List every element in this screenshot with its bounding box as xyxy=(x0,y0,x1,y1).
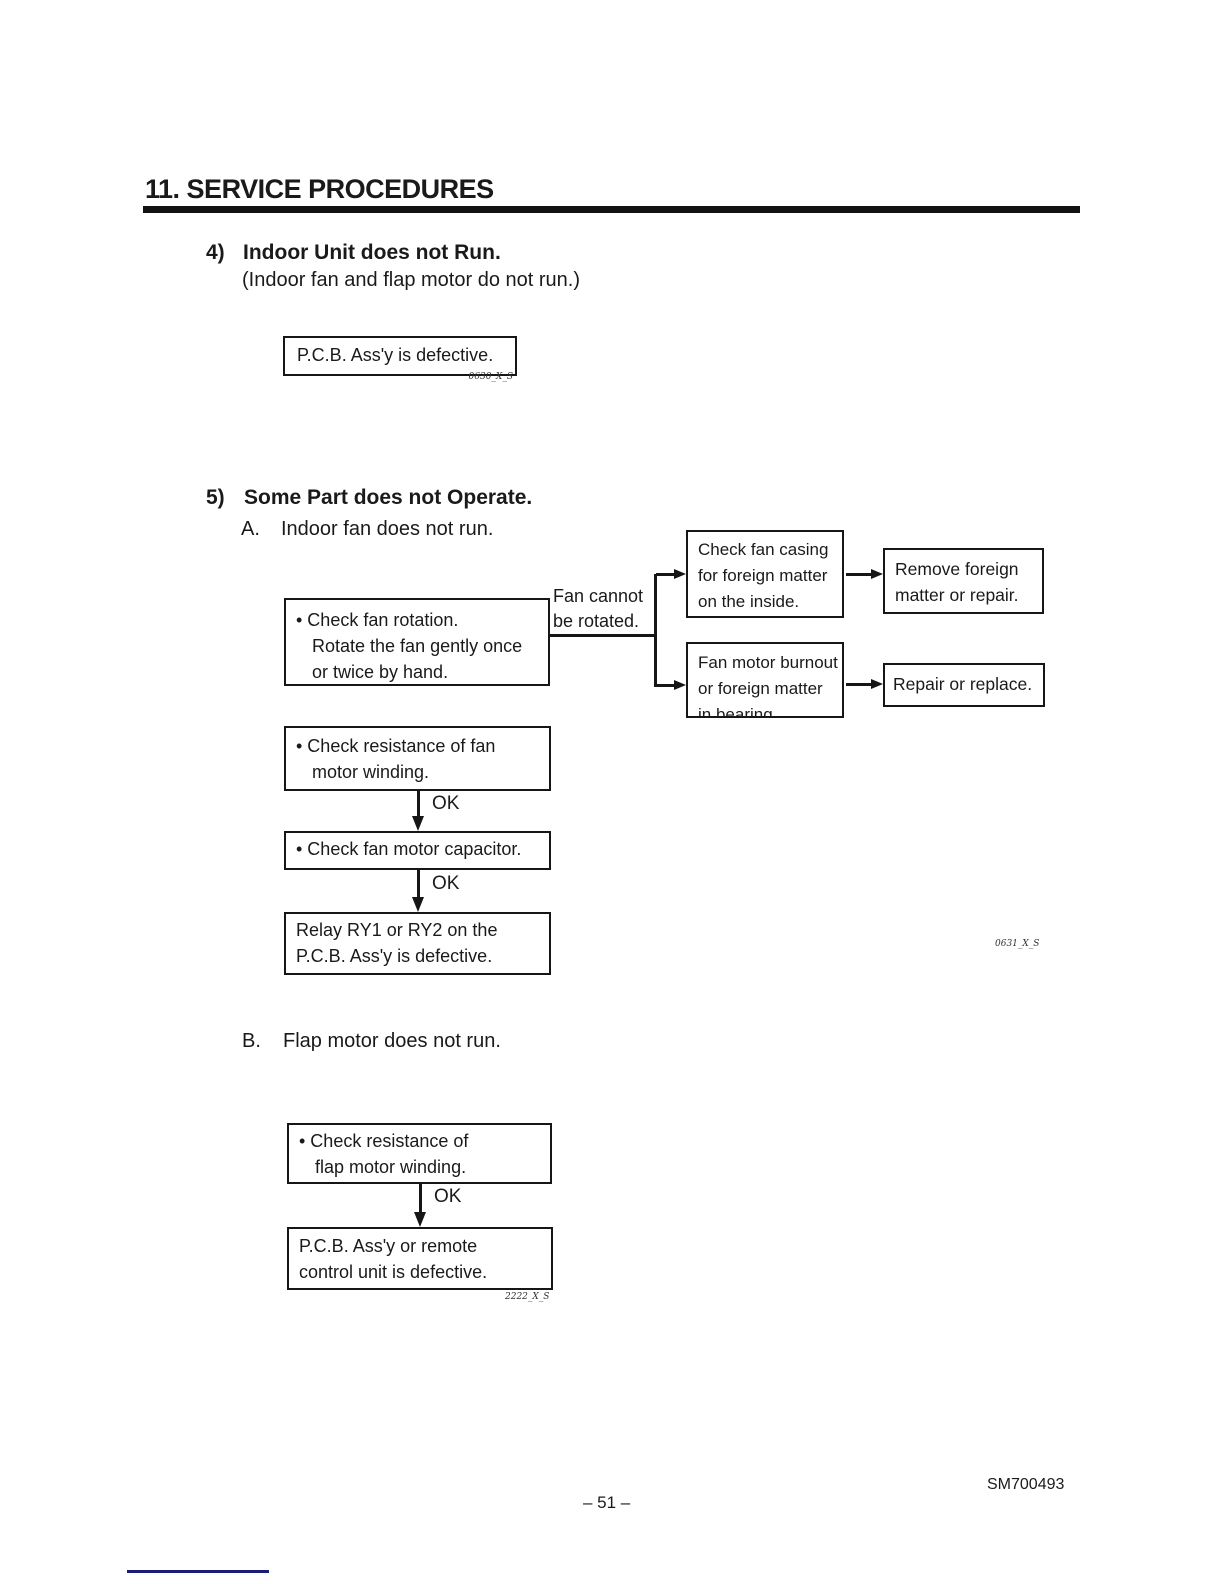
branch-connector-horizontal-line xyxy=(550,634,656,637)
flow-box-text: • Check fan motor capacitor. xyxy=(296,839,522,859)
flow-box-pcb-defective: P.C.B. Ass'y is defective. xyxy=(283,336,517,376)
page-number: – 51 – xyxy=(583,1493,631,1512)
footer-blue-rule xyxy=(127,1570,269,1573)
flow-box-line: • Check resistance of xyxy=(299,1131,469,1151)
flow-box-line: for foreign matter xyxy=(698,566,828,585)
flow-box-line: on the inside. xyxy=(698,592,800,611)
page-title: 11. SERVICE PROCEDURES xyxy=(145,174,494,204)
partA-label: A. xyxy=(241,518,260,540)
flow-box-check-fan-rotation: • Check fan rotation. Rotate the fan gen… xyxy=(284,598,550,686)
ok-label-3: OK xyxy=(434,1186,462,1207)
flow-box-line: Relay RY1 or RY2 on the xyxy=(296,920,498,940)
document-number: SM700493 xyxy=(987,1476,1065,1493)
flow-box-line: or foreign matter xyxy=(698,679,823,698)
down-arrow-ok-3 xyxy=(419,1184,422,1212)
section5-number: 5) xyxy=(206,486,225,509)
section4-number: 4) xyxy=(206,241,225,264)
flow-box-line: Fan motor burnout xyxy=(698,653,838,672)
down-arrow-ok-2 xyxy=(417,870,420,897)
flow-box-line: P.C.B. Ass'y or remote xyxy=(299,1236,478,1256)
branch-label-line: be rotated. xyxy=(553,611,640,631)
flow-box-line: control unit is defective. xyxy=(299,1262,488,1282)
partA-title: Indoor fan does not run. xyxy=(281,518,494,540)
flow-box-check-resistance-fan-motor: • Check resistance of fan motor winding. xyxy=(284,726,551,791)
flow-box-line: P.C.B. Ass'y is defective. xyxy=(296,946,493,966)
branch-label-line: Fan cannot xyxy=(553,586,644,606)
partB-label: B. xyxy=(242,1030,261,1052)
arrow-to-fan-burnout xyxy=(656,684,674,687)
section5-title: Some Part does not Operate. xyxy=(244,486,533,509)
branch-connector-vertical-line xyxy=(654,574,657,687)
arrow-to-repair-replace xyxy=(846,683,871,686)
down-arrow-ok-1 xyxy=(417,791,420,816)
flow-box-line: flap motor winding. xyxy=(315,1157,467,1177)
flow-box-check-fan-casing: Check fan casing for foreign matter on t… xyxy=(686,530,844,618)
flow-box-fan-motor-burnout: Fan motor burnout or foreign matter in b… xyxy=(686,642,844,718)
flow-box-line: • Check fan rotation. xyxy=(296,610,459,630)
flow-box-line: matter or repair. xyxy=(895,585,1019,605)
flow-box-line: • Check resistance of fan xyxy=(296,736,496,756)
flow-box-line: Rotate the fan gently once xyxy=(312,636,523,656)
flow-box-line: or twice by hand. xyxy=(312,662,449,682)
flow-box-pcb-or-remote-defective: P.C.B. Ass'y or remote control unit is d… xyxy=(287,1227,553,1290)
section4-title: Indoor Unit does not Run. xyxy=(243,241,501,264)
arrow-to-check-casing xyxy=(656,573,674,576)
flow-box-line: motor winding. xyxy=(312,762,430,782)
figure-label-2222: 2222_X_S xyxy=(505,1292,550,1302)
title-underline-rule xyxy=(143,206,1080,213)
flow-box-repair-or-replace: Repair or replace. xyxy=(883,663,1045,707)
flow-box-line: Check fan casing xyxy=(698,540,829,559)
branch-label-fan-cannot-be-rotated: Fan cannot be rotated. xyxy=(553,584,643,634)
ok-label-1: OK xyxy=(432,793,460,814)
ok-label-2: OK xyxy=(432,873,460,894)
flow-box-text: Repair or replace. xyxy=(893,674,1033,694)
arrow-to-remove-foreign xyxy=(846,573,871,576)
flow-box-remove-foreign-matter: Remove foreign matter or repair. xyxy=(883,548,1044,614)
flow-box-text: P.C.B. Ass'y is defective. xyxy=(297,345,494,365)
figure-label-0631: 0631_X_S xyxy=(995,939,1040,949)
flow-box-check-fan-motor-capacitor: • Check fan motor capacitor. xyxy=(284,831,551,870)
flow-box-relay-defective: Relay RY1 or RY2 on the P.C.B. Ass'y is … xyxy=(284,912,551,975)
flow-box-line: Remove foreign xyxy=(895,559,1019,579)
partB-title: Flap motor does not run. xyxy=(283,1030,501,1052)
flow-box-check-resistance-flap-motor: • Check resistance of flap motor winding… xyxy=(287,1123,552,1184)
section4-subtitle: (Indoor fan and flap motor do not run.) xyxy=(242,269,580,291)
figure-label-0630: 0630_X_S xyxy=(468,372,513,382)
flow-box-line: in bearing xyxy=(698,705,773,718)
